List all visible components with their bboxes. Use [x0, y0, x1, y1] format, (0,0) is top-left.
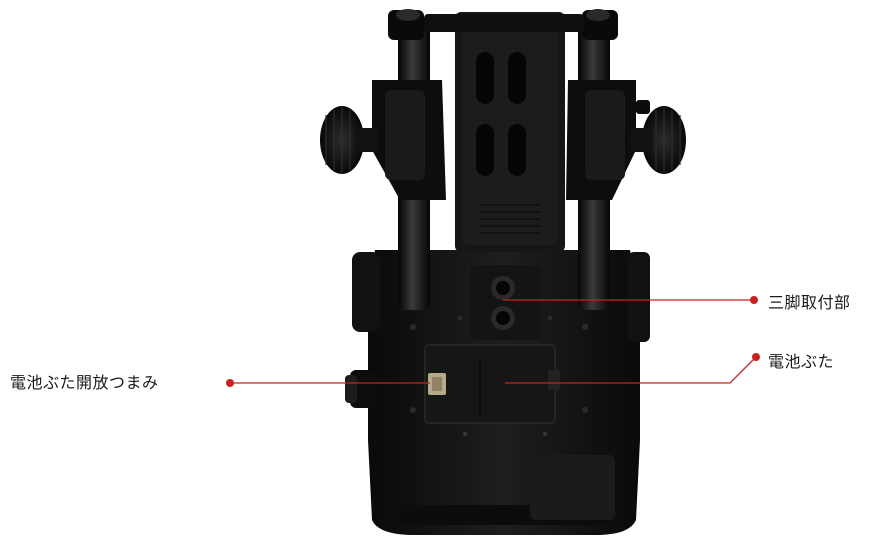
callout-lines	[232, 299, 755, 384]
side-clamps	[372, 80, 636, 200]
bracket-plate	[455, 12, 565, 340]
label-battery-cover-latch: 電池ぶた開放つまみ	[10, 373, 159, 392]
camera-main-body	[345, 250, 650, 440]
tripod-socket-group	[491, 276, 515, 330]
label-battery-cover: 電池ぶた	[768, 352, 835, 371]
dot-battery-cover	[752, 353, 760, 361]
knob-right-icon	[630, 100, 686, 174]
callout-dots	[226, 296, 760, 387]
knob-left-icon	[320, 106, 378, 174]
dot-tripod	[750, 296, 758, 304]
camera-lower-body	[368, 440, 640, 535]
leader-battery-cover	[505, 358, 755, 384]
label-tripod-socket: 三脚取付部	[768, 293, 851, 312]
dot-latch	[226, 379, 234, 387]
